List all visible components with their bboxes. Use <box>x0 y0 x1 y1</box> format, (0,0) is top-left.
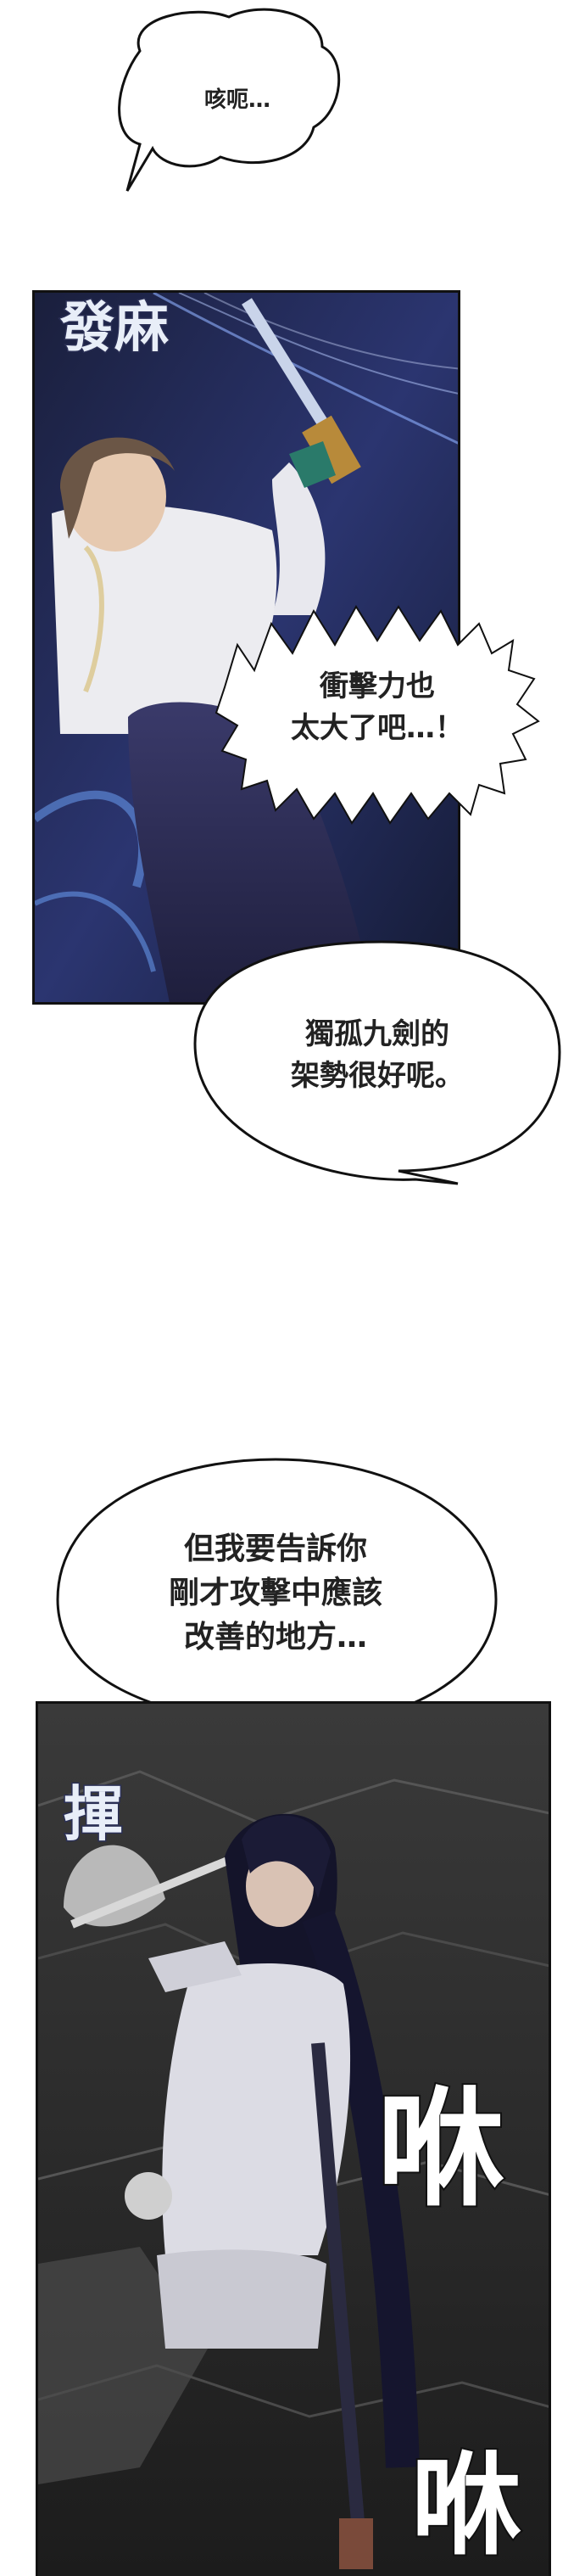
speech-text-4: 但我要告訴你 剛才攻擊中應該 改善的地方… <box>168 1532 382 1655</box>
sfx-swing: 揮 <box>63 1778 125 1849</box>
panel-1-art <box>35 293 458 1002</box>
speech-text-1: 咳呃… <box>203 87 270 113</box>
sfx-numb: 發麻 <box>59 296 170 360</box>
sfx-whoosh-2: 咻 <box>410 2440 523 2570</box>
panel-2: 揮 咻 咻 <box>36 1701 551 2576</box>
panel-1: 發麻 <box>32 290 460 1005</box>
sfx-whoosh: 咻 <box>376 2075 506 2224</box>
panel-2-art <box>38 1704 549 2576</box>
speech-text-2: 衝擊力也 太大了吧…！ <box>291 669 464 746</box>
speech-text-3: 獨孤九劍的 架勢很好呢。 <box>291 1017 464 1094</box>
